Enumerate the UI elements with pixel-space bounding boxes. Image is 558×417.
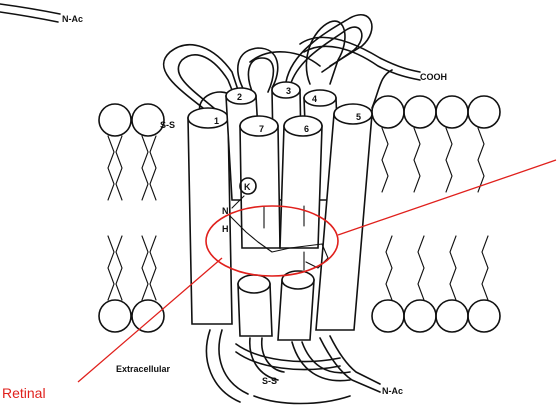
helix-1-label: 1: [214, 116, 219, 126]
n-terminus-bottom-label: N-Ac: [382, 386, 403, 396]
helix-5-label: 5: [356, 112, 361, 122]
nitrogen-label: N: [222, 206, 229, 216]
n-terminus-top-label: N-Ac: [62, 14, 83, 24]
lower-helix-segments: [237, 270, 315, 341]
lysine-label: K: [244, 182, 251, 192]
disulfide-left-label: S-S: [160, 120, 175, 130]
n-terminus-top-tail: [0, 3, 61, 23]
extracellular-label: Extracellular: [116, 364, 171, 374]
retinal-label: Retinal: [2, 385, 46, 401]
c-terminus-label: COOH: [420, 72, 447, 82]
helix-5: 5: [315, 103, 373, 331]
helix-1: 1: [187, 107, 233, 325]
retinal-pointer-line: [77, 257, 223, 383]
helix-6-label: 6: [304, 124, 309, 134]
helix-7: 7: [239, 115, 281, 249]
hydrogen-label: H: [222, 224, 229, 234]
helix-3-label: 3: [286, 86, 291, 96]
lipid-bilayer-left: [98, 103, 165, 333]
retinal-pointer-line-right: [337, 159, 557, 236]
helix-7-label: 7: [259, 124, 264, 134]
helix-2-label: 2: [237, 92, 242, 102]
helix-4-label: 4: [312, 94, 317, 104]
lipid-bilayer-right: [371, 95, 501, 333]
helix-6: 6: [279, 115, 323, 249]
disulfide-bottom-label: S-S: [262, 376, 277, 386]
extracellular-loops: [205, 329, 381, 405]
retinal-highlight-ellipse: [205, 205, 339, 277]
